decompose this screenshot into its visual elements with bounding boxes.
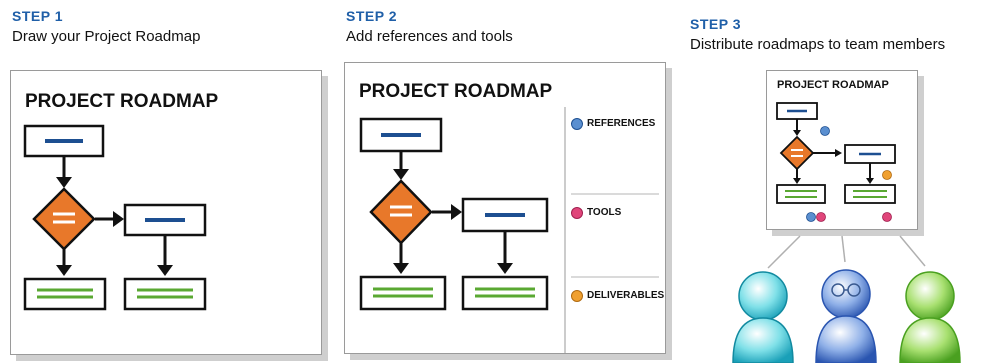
step-2-description: Add references and tools <box>346 28 513 45</box>
step-3-flowchart <box>776 102 896 222</box>
step-1-roadmap-title: PROJECT ROADMAP <box>25 91 219 112</box>
step-3-roadmap-card: PROJECT ROADMAP <box>766 70 918 230</box>
step-3: STEP 3 Distribute roadmaps to team membe… <box>690 16 945 53</box>
deliverables-label: DELIVERABLES <box>587 290 665 301</box>
step-2-roadmap-title: PROJECT ROADMAP <box>359 81 553 102</box>
flow-deliverable-box-left <box>23 277 107 311</box>
team-member-icon <box>732 271 794 363</box>
step-1-description: Draw your Project Roadmap <box>12 28 201 45</box>
step-2-roadmap-card: PROJECT ROADMAP REFERENCES <box>344 62 666 354</box>
step-1: STEP 1 Draw your Project Roadmap <box>12 8 200 45</box>
team-member-icon <box>815 269 877 363</box>
tool-dot-icon <box>571 207 583 219</box>
step-1-roadmap-card: PROJECT ROADMAP <box>10 70 322 355</box>
step-3-roadmap-title: PROJECT ROADMAP <box>777 79 889 91</box>
step-3-label: STEP 3 <box>690 16 741 32</box>
reference-dot-icon <box>571 118 583 130</box>
flow-deliverable-box-right <box>123 277 207 311</box>
step-2-label: STEP 2 <box>346 8 397 24</box>
references-label: REFERENCES <box>587 118 656 129</box>
deliverable-dot-icon <box>571 290 583 302</box>
step-2: STEP 2 Add references and tools <box>346 8 513 45</box>
tools-label: TOOLS <box>587 207 622 218</box>
team-member-icon <box>899 271 961 363</box>
step-1-label: STEP 1 <box>12 8 63 24</box>
step-3-description: Distribute roadmaps to team members <box>690 36 946 53</box>
step-1-flowchart <box>23 124 207 311</box>
step-2-flowchart <box>359 107 659 353</box>
